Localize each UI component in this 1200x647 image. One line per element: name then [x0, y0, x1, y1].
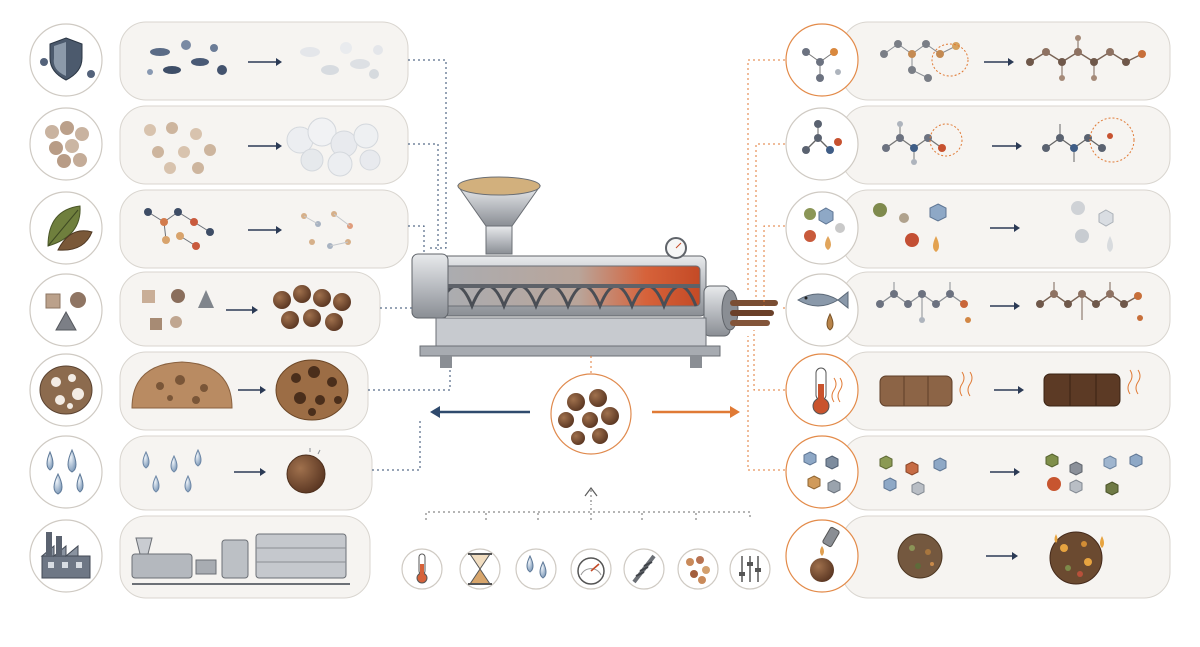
molecule-network-icon: [802, 48, 841, 82]
machine-base: [419, 317, 721, 368]
dropper-coating-icon: [810, 526, 840, 582]
factory-icon: [40, 532, 91, 579]
left-row-moisture: [29, 435, 373, 511]
starch-granules-icon: [45, 121, 89, 168]
sliders-icon: [739, 556, 761, 582]
droplets-before: [142, 448, 202, 493]
shield-microbe-icon: [40, 37, 95, 81]
fish-oil-icon: [797, 290, 849, 331]
granules-before: [144, 122, 216, 174]
molecules-before: [144, 208, 214, 250]
network-after: [1026, 35, 1146, 81]
left-row-starch-gelatinization: [29, 105, 409, 185]
microbes-before: [147, 40, 227, 75]
production-line: [131, 533, 350, 585]
water-droplets-icon: [46, 448, 84, 495]
left-row-microbial-safety: [29, 21, 409, 101]
water-drops-icon: [526, 554, 547, 579]
left-connectors: [368, 59, 451, 471]
pressure-gauge-icon: [577, 557, 605, 585]
hexagon-crystals-icon: [803, 451, 841, 494]
feed-mix-icon: [686, 556, 710, 584]
reaction-after: [1042, 117, 1135, 163]
param-settings: [729, 548, 771, 590]
granules-after: [286, 117, 381, 177]
thermometer-icon: [416, 553, 428, 584]
extrudate-strands: [730, 300, 778, 326]
right-row-molecular-network: [785, 21, 1171, 101]
param-screw-speed: [623, 548, 665, 590]
param-formulation: [677, 548, 719, 590]
particle-shapes-icon: [45, 292, 86, 331]
hourglass-icon: [468, 553, 492, 585]
microbes-after: [300, 42, 383, 79]
dried-kibble: [286, 448, 326, 494]
vitamins-after: [1045, 453, 1143, 496]
kibble-block-after: [1043, 369, 1141, 407]
network-before: [880, 40, 969, 82]
screw-icon: [632, 554, 656, 584]
right-column: [785, 21, 1171, 599]
extruder-barrel: [411, 253, 707, 319]
thermometer-icon: [812, 367, 843, 415]
right-row-maillard: [785, 351, 1171, 431]
nutrients-after: [1071, 201, 1114, 252]
fatty-acid-after: [1036, 282, 1143, 321]
nutrient-spheres-icon: [804, 207, 845, 250]
param-time: [459, 548, 501, 590]
right-row-nutrients: [785, 189, 1171, 269]
expanded-porous: [275, 359, 349, 421]
hopper: [457, 176, 541, 255]
flow-arrow-right: [652, 406, 740, 418]
shapes-before: [142, 289, 214, 330]
kibble-block-before: [879, 371, 973, 407]
kibble-pieces: [273, 285, 351, 331]
vitamins-before: [879, 455, 947, 496]
left-row-expansion: [29, 351, 369, 431]
kibble-before-coating: [897, 533, 943, 579]
leaf-icon: [47, 205, 93, 251]
left-column: [29, 21, 409, 599]
param-pressure: [570, 548, 612, 590]
center-product: [550, 356, 632, 455]
pressure-gauge: [665, 237, 687, 259]
molecule-reaction-icon: [802, 120, 842, 154]
fatty-acid-before: [876, 282, 971, 323]
left-row-shaping: [29, 271, 381, 347]
left-row-industrial-scale: [29, 515, 371, 599]
right-row-coating: [785, 515, 1171, 599]
right-row-reaction: [785, 105, 1171, 185]
parameter-icons: [401, 548, 771, 590]
right-row-fatty-acids: [785, 271, 1171, 347]
dense-loaf: [131, 361, 233, 409]
left-row-antinutrients: [29, 189, 409, 269]
molecules-after: [301, 211, 353, 249]
param-moisture: [515, 548, 557, 590]
flow-arrow-left: [430, 406, 530, 418]
reaction-before: [882, 121, 963, 165]
nutrients-before: [873, 203, 947, 252]
parameter-connectors: [425, 487, 751, 520]
extruder-machine: [411, 176, 778, 368]
right-row-vitamins: [785, 435, 1171, 511]
coated-kibble: [1049, 531, 1104, 585]
param-temperature: [401, 548, 443, 590]
porous-cross-section-icon: [39, 365, 93, 415]
right-connectors: [747, 59, 790, 471]
